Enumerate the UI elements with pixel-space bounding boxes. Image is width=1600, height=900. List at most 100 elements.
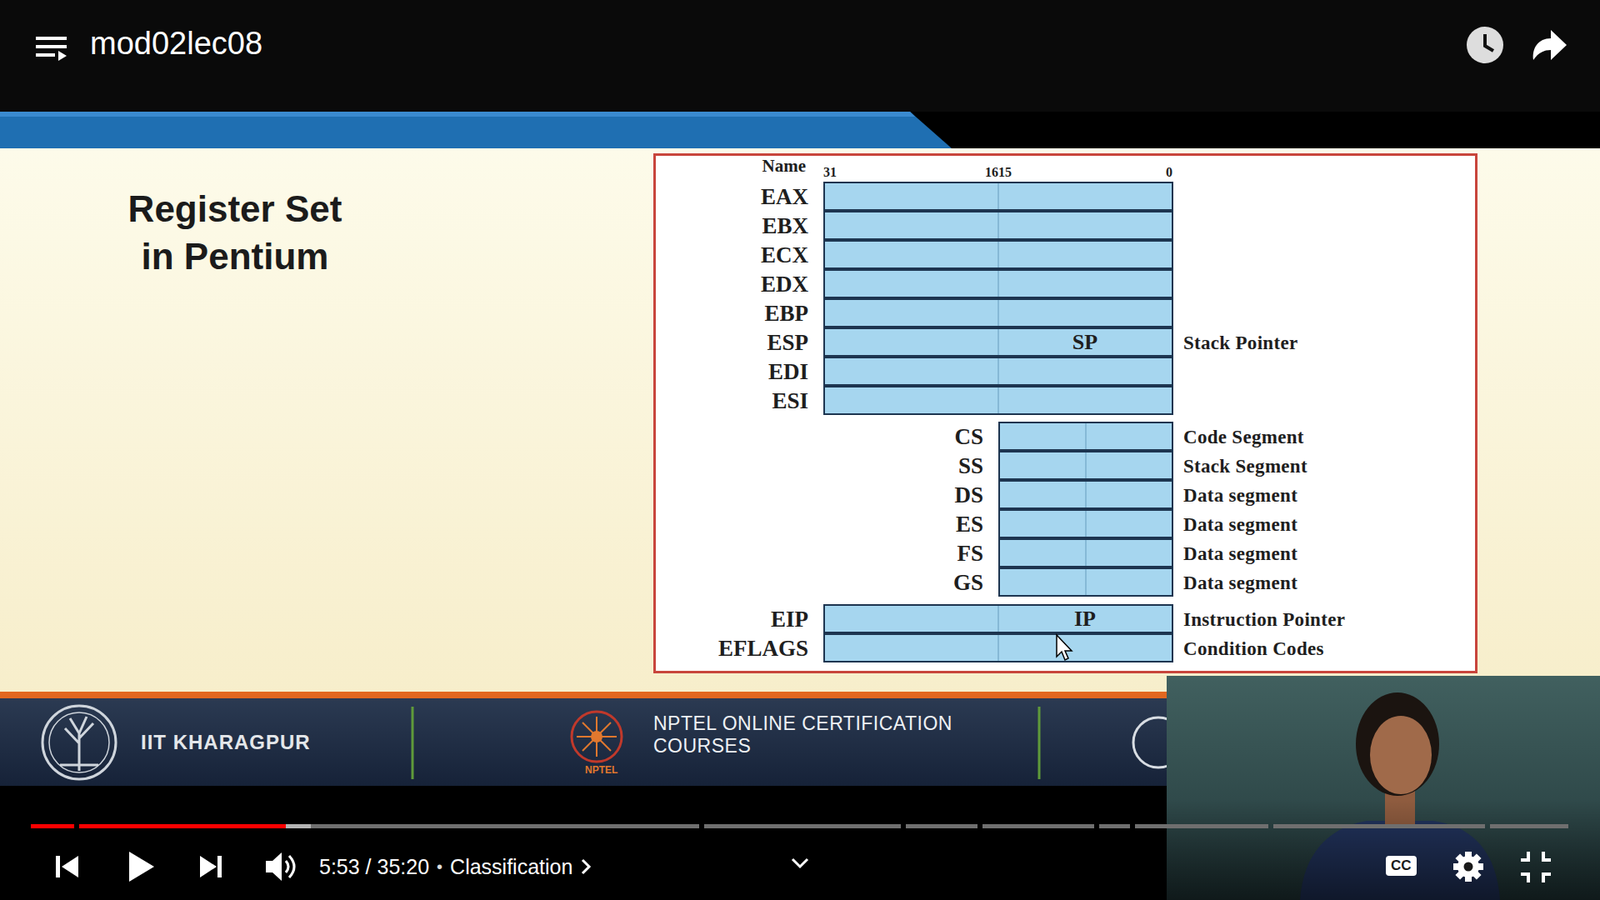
progress-rest (1490, 824, 1569, 829)
register-box: GSData segment (998, 567, 1174, 597)
progress-played (30, 824, 75, 829)
register-name: ECX (760, 243, 809, 266)
player-controls (55, 851, 1551, 883)
register-box: SSStack Segment (998, 450, 1174, 480)
chapter-row: 5:53 / 35:20 • Classification (319, 851, 592, 882)
playlist-icon (35, 38, 67, 55)
register-name: EFLAGS (718, 636, 809, 660)
progress-played (79, 824, 286, 829)
logo-ring (571, 711, 622, 762)
register-name: EIP (770, 607, 809, 630)
top-bar (0, 0, 1600, 112)
register-name: ESI (771, 389, 809, 412)
gear-tooth (1455, 853, 1481, 880)
progress-rest (1273, 824, 1485, 829)
register-description: Code Segment (1183, 426, 1305, 446)
settings-gear-icon (1453, 851, 1484, 882)
progress-rest (905, 824, 978, 829)
chevron-line (582, 860, 590, 874)
register-box: EBX (823, 210, 1174, 240)
register-name: EAX (760, 185, 809, 208)
slide-header-highlight (0, 111, 915, 117)
register-name: GS (953, 570, 984, 594)
video-title: mod02lec08 (90, 25, 263, 62)
bit-number: 15 (998, 165, 1032, 180)
register-name: EDI (768, 360, 809, 383)
next-icon (217, 855, 222, 878)
register-description: Condition Codes (1183, 638, 1325, 658)
mouse-cursor (1056, 635, 1072, 660)
logo-tree (65, 716, 94, 771)
progress-rest (310, 824, 700, 829)
watch-later-hands (1485, 34, 1494, 51)
register-description: Stack Pointer (1183, 332, 1298, 352)
register-part: IP (998, 605, 1172, 632)
previous-icon (55, 855, 60, 878)
controls-shade (0, 800, 1600, 900)
iit-logo (42, 705, 116, 780)
volume-icon (265, 852, 282, 881)
progress-rest (982, 824, 1095, 829)
volume-waves (285, 855, 295, 878)
progress-rest (704, 824, 901, 829)
exit-fullscreen-icon (1520, 851, 1551, 883)
register-part: SP (998, 329, 1172, 355)
top-bar-icons (35, 26, 1567, 64)
register-frame: Name3116150EAXEBXECXEDXEBPESPSPStack Poi… (653, 153, 1478, 674)
progress-bar (30, 824, 1569, 829)
chevron-down-icon (792, 859, 808, 867)
presenter-face (1370, 715, 1432, 795)
slide-ground (0, 148, 1600, 692)
register-name: EBP (764, 301, 809, 325)
register-name: ES (955, 512, 984, 535)
register-description: Instruction Pointer (1183, 609, 1345, 629)
chapter-chevron (580, 857, 592, 876)
share-icon (1533, 30, 1567, 60)
register-box: ESData segment (998, 509, 1174, 539)
course-banner: NPTEL ONLINE CERTIFICATION COURSES (653, 712, 962, 758)
column-heading: Name (714, 155, 806, 176)
logo-rays (576, 716, 617, 757)
register-box: EFLAGSCondition Codes (823, 633, 1174, 663)
next-icon (200, 855, 217, 878)
nptel-logo (571, 711, 622, 762)
register-box: ECX (823, 240, 1174, 270)
bit-number: 0 (1165, 165, 1183, 180)
register-box: EDX (823, 269, 1174, 299)
video-time: 5:53 / 35:20 (319, 855, 430, 880)
register-description: Data segment (1183, 543, 1298, 563)
institute-name: IIT KHARAGPUR (140, 730, 311, 755)
register-name: FS (956, 541, 984, 565)
logo-caption: NPTEL (585, 764, 618, 776)
slide-title: Register Set in Pentium (110, 185, 360, 280)
separator-dot: • (436, 857, 443, 877)
logo-ring (49, 712, 110, 773)
register-box: DSData segment (998, 480, 1174, 510)
register-box: EIPIPInstruction Pointer (823, 604, 1174, 634)
register-box: EAX (823, 181, 1174, 211)
register-description: Data segment (1183, 514, 1298, 534)
logo-ring (42, 705, 116, 780)
gear-hole (1464, 862, 1474, 872)
gear-tooth (1455, 853, 1481, 880)
bit-number: 31 (823, 165, 849, 180)
presenter-hair (1355, 692, 1440, 796)
play-icon (129, 851, 155, 882)
register-box: EBP (823, 298, 1174, 328)
register-box: EDI (823, 356, 1174, 386)
chapter-title: Classification (450, 855, 573, 880)
footer-separator (1038, 706, 1041, 780)
register-box: ESPSPStack Pointer (823, 327, 1174, 357)
gear-body (1457, 855, 1480, 878)
register-box: ESI (823, 385, 1174, 415)
register-name: ESP (766, 330, 809, 354)
register-description: Stack Segment (1183, 455, 1308, 475)
register-description: Data segment (1183, 572, 1298, 592)
player-bottom (0, 785, 1600, 900)
playlist-icon (58, 50, 67, 61)
bit-number: 16 (965, 165, 999, 180)
progress-buffered (285, 824, 311, 829)
watch-later-icon (1466, 26, 1504, 64)
